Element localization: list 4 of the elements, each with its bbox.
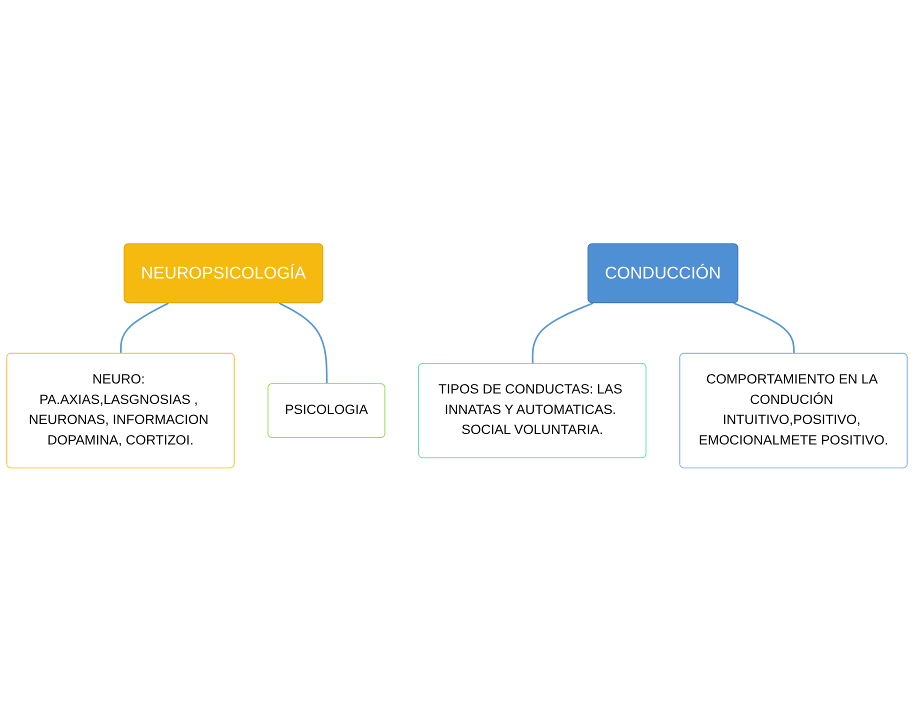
connector [278,302,328,384]
connector [120,302,169,354]
connector [532,302,594,364]
connector [733,302,795,354]
